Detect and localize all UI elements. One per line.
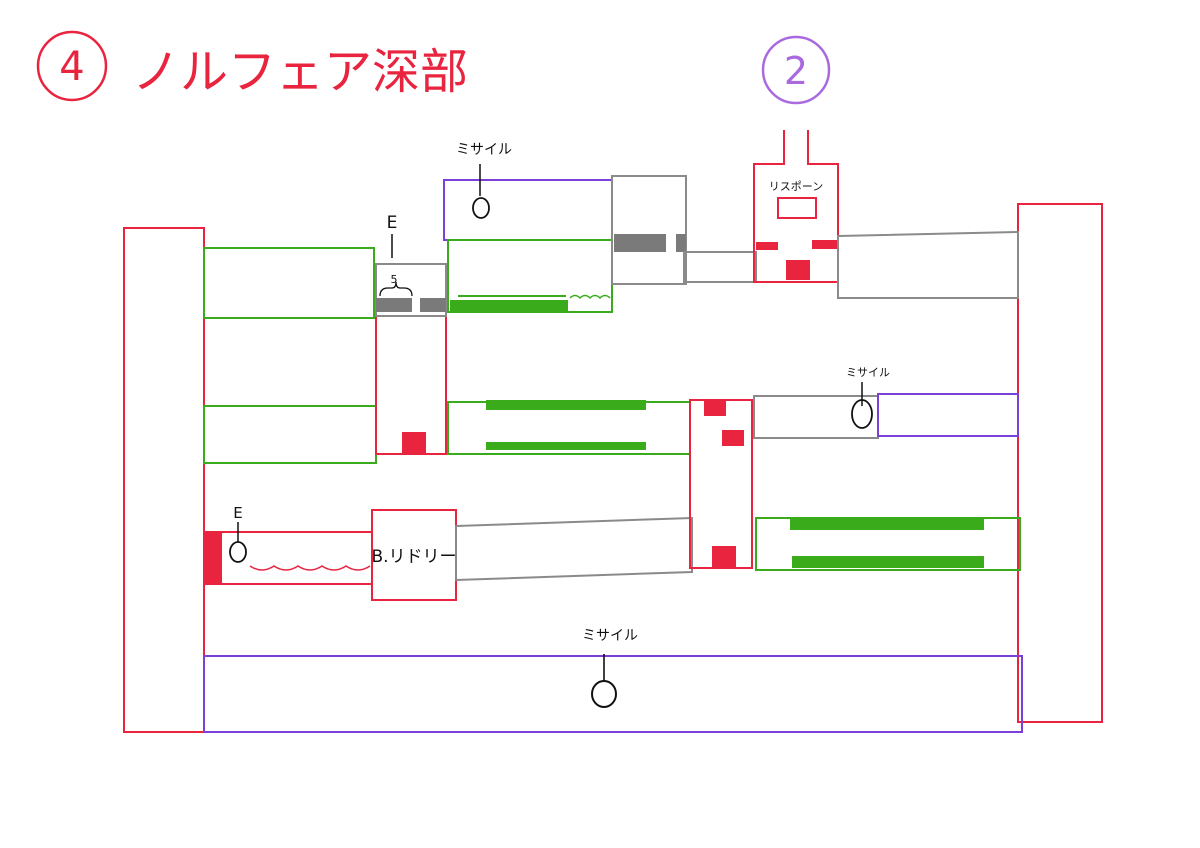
respawn-room-group: リスポーン	[753, 130, 839, 283]
energy-room[interactable]	[203, 531, 373, 585]
respawn-red-left	[756, 242, 778, 250]
green-room-top-left[interactable]	[203, 247, 375, 319]
missile-item-icon	[591, 680, 617, 708]
count-five: 5	[391, 273, 398, 286]
red-block-left	[402, 432, 426, 454]
missile-label-bottom: ミサイル	[582, 628, 638, 644]
red-shaft-middle[interactable]	[689, 399, 753, 569]
respawn-red-bottom	[786, 260, 810, 280]
area-header: 4 ノルフェア深部	[36, 30, 468, 102]
energy-room-lava	[249, 565, 371, 571]
purple-room-right[interactable]	[877, 393, 1019, 437]
respawn-point[interactable]	[777, 197, 817, 219]
gray-corridor-lower[interactable]	[455, 516, 693, 582]
red-block-mid-2	[722, 430, 744, 446]
left-shaft[interactable]	[123, 227, 205, 733]
connection-marker: 2	[761, 35, 831, 105]
gray-platform-b	[420, 298, 446, 312]
connection-number: 2	[784, 49, 808, 93]
missile-item-right	[851, 399, 873, 429]
energy-label-left: E	[233, 504, 242, 522]
area-number-circle	[36, 30, 108, 102]
green-platform-mid-1	[486, 400, 646, 410]
right-shaft[interactable]	[1017, 203, 1103, 723]
red-block-mid-1	[704, 400, 726, 416]
green-platform-upper	[450, 300, 568, 311]
brace	[379, 281, 413, 297]
boss-label: B.リドリー	[371, 547, 456, 567]
water-surface	[569, 294, 611, 300]
gray-platform-a	[376, 298, 412, 312]
gray-corridor-connector[interactable]	[683, 251, 757, 283]
red-block-mid-3	[712, 546, 736, 568]
gray-block-top	[676, 234, 686, 252]
green-platform-lr-2	[792, 556, 984, 568]
green-room-mid-left[interactable]	[203, 405, 377, 464]
gray-room-e[interactable]	[375, 263, 447, 317]
area-name: ノルフェア深部	[132, 44, 468, 100]
respawn-chimney	[753, 130, 839, 283]
gray-room-top[interactable]	[611, 175, 687, 285]
missile-item-top	[472, 197, 490, 219]
area-number: 4	[59, 44, 84, 90]
energy-label-top: E	[387, 213, 398, 233]
respawn-label: リスポーン	[769, 180, 823, 193]
gray-room-missile[interactable]	[753, 395, 879, 439]
missile-label-right: ミサイル	[846, 366, 890, 379]
green-platform-mid-2	[486, 442, 646, 450]
respawn-red-right	[812, 240, 838, 249]
bottom-corridor[interactable]	[203, 655, 1023, 733]
gray-room-right[interactable]	[837, 230, 1019, 299]
purple-room-top[interactable]	[443, 179, 613, 241]
connection-circle	[761, 35, 831, 105]
missile-label-top: ミサイル	[456, 142, 512, 158]
gray-platform-top	[614, 234, 666, 252]
energy-tank-icon	[229, 541, 247, 563]
energy-room-door	[204, 532, 222, 584]
green-platform-lr-1	[790, 518, 984, 530]
